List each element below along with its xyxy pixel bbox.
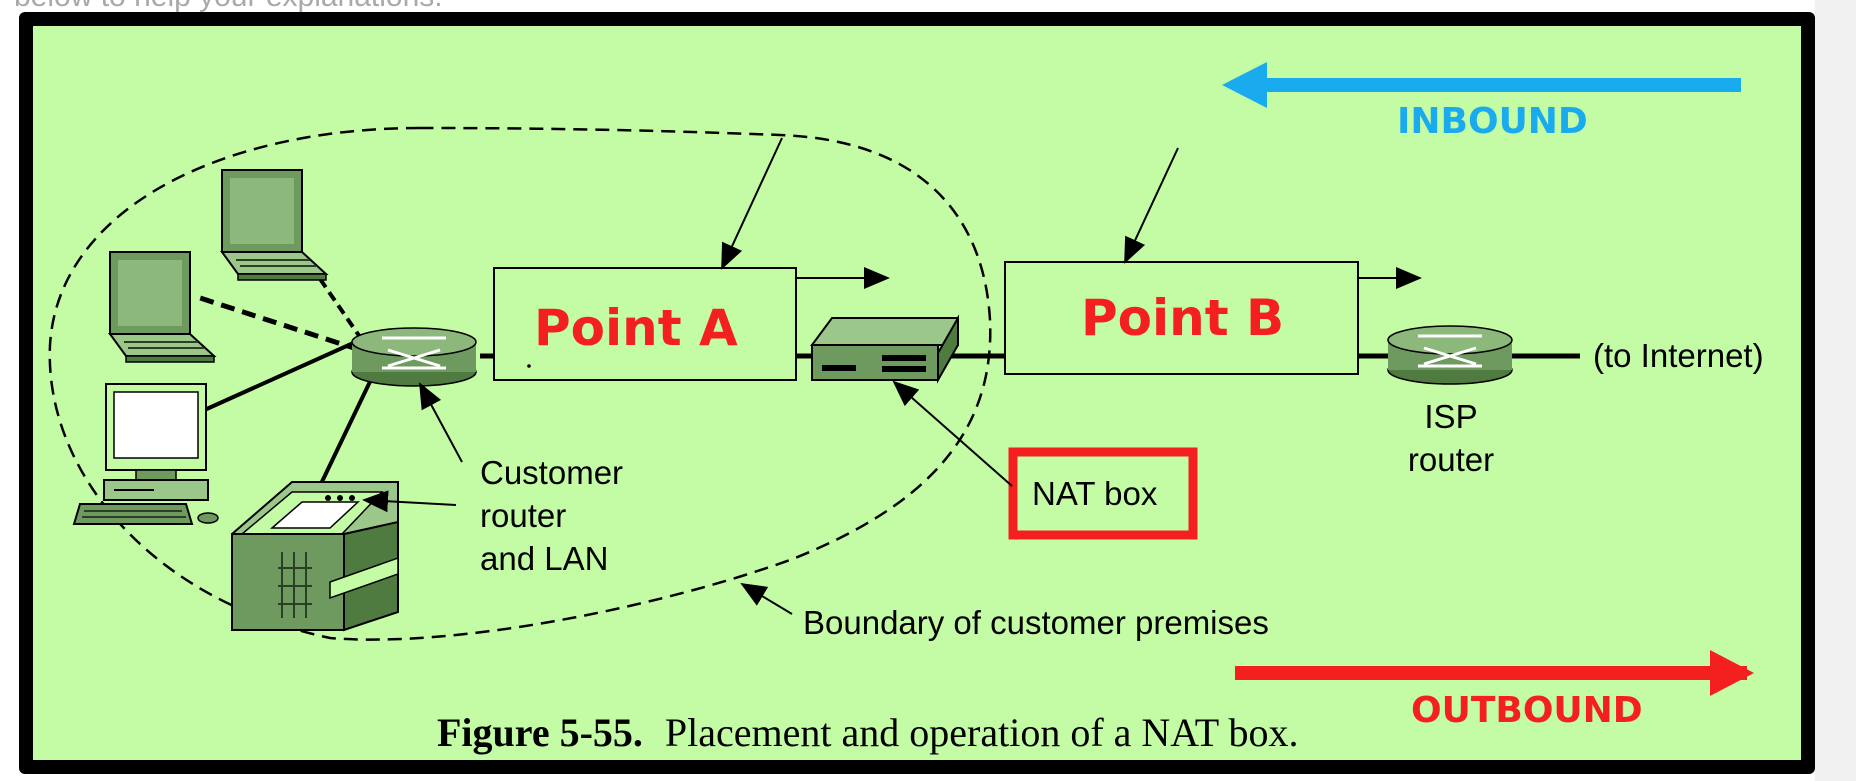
- caption-figure-number: Figure 5-55.: [437, 710, 643, 755]
- customer-router-annotation: Customer router and LAN: [362, 382, 623, 577]
- printer-icon: [231, 481, 399, 632]
- customer-premises-boundary: [48, 126, 992, 641]
- point-b-label: Point B: [1081, 289, 1284, 347]
- point-a-box: Point A: [493, 137, 890, 381]
- to-internet-label: (to Internet): [1593, 337, 1764, 374]
- laptop-icon: [220, 169, 329, 281]
- desktop-computer-icon: [72, 383, 219, 525]
- caption-text: Placement and operation of a NAT box.: [665, 710, 1299, 755]
- isp-router-icon: [1387, 325, 1513, 385]
- inbound-label: INBOUND: [1397, 101, 1588, 142]
- nat-box-annotation: NAT box: [892, 380, 1198, 540]
- page-side-strip: [1815, 0, 1856, 781]
- laptop-icon: [108, 251, 217, 363]
- nat-box-icon: [810, 314, 959, 384]
- top-text: below to help your explanations.: [14, 0, 443, 14]
- isp-router-label-line2: router: [1408, 441, 1494, 478]
- inbound-arrow: INBOUND: [1222, 62, 1741, 142]
- customer-label-line1: Customer: [480, 454, 623, 491]
- isp-router-label-line1: ISP: [1424, 398, 1477, 435]
- boundary-label: Boundary of customer premises: [803, 604, 1269, 641]
- boundary-annotation: Boundary of customer premises: [740, 582, 1269, 641]
- outbound-label: OUTBOUND: [1411, 690, 1643, 731]
- customer-label-line2: router: [480, 497, 566, 534]
- figure-caption: Figure 5-55. Placement and operation of a…: [437, 710, 1298, 755]
- customer-label-line3: and LAN: [480, 540, 608, 577]
- nat-box-label: NAT box: [1032, 475, 1158, 512]
- customer-router-icon: [351, 327, 477, 387]
- point-b-box: Point B: [1004, 147, 1422, 375]
- point-a-label: Point A: [534, 299, 738, 357]
- outbound-arrow: OUTBOUND: [1235, 650, 1754, 731]
